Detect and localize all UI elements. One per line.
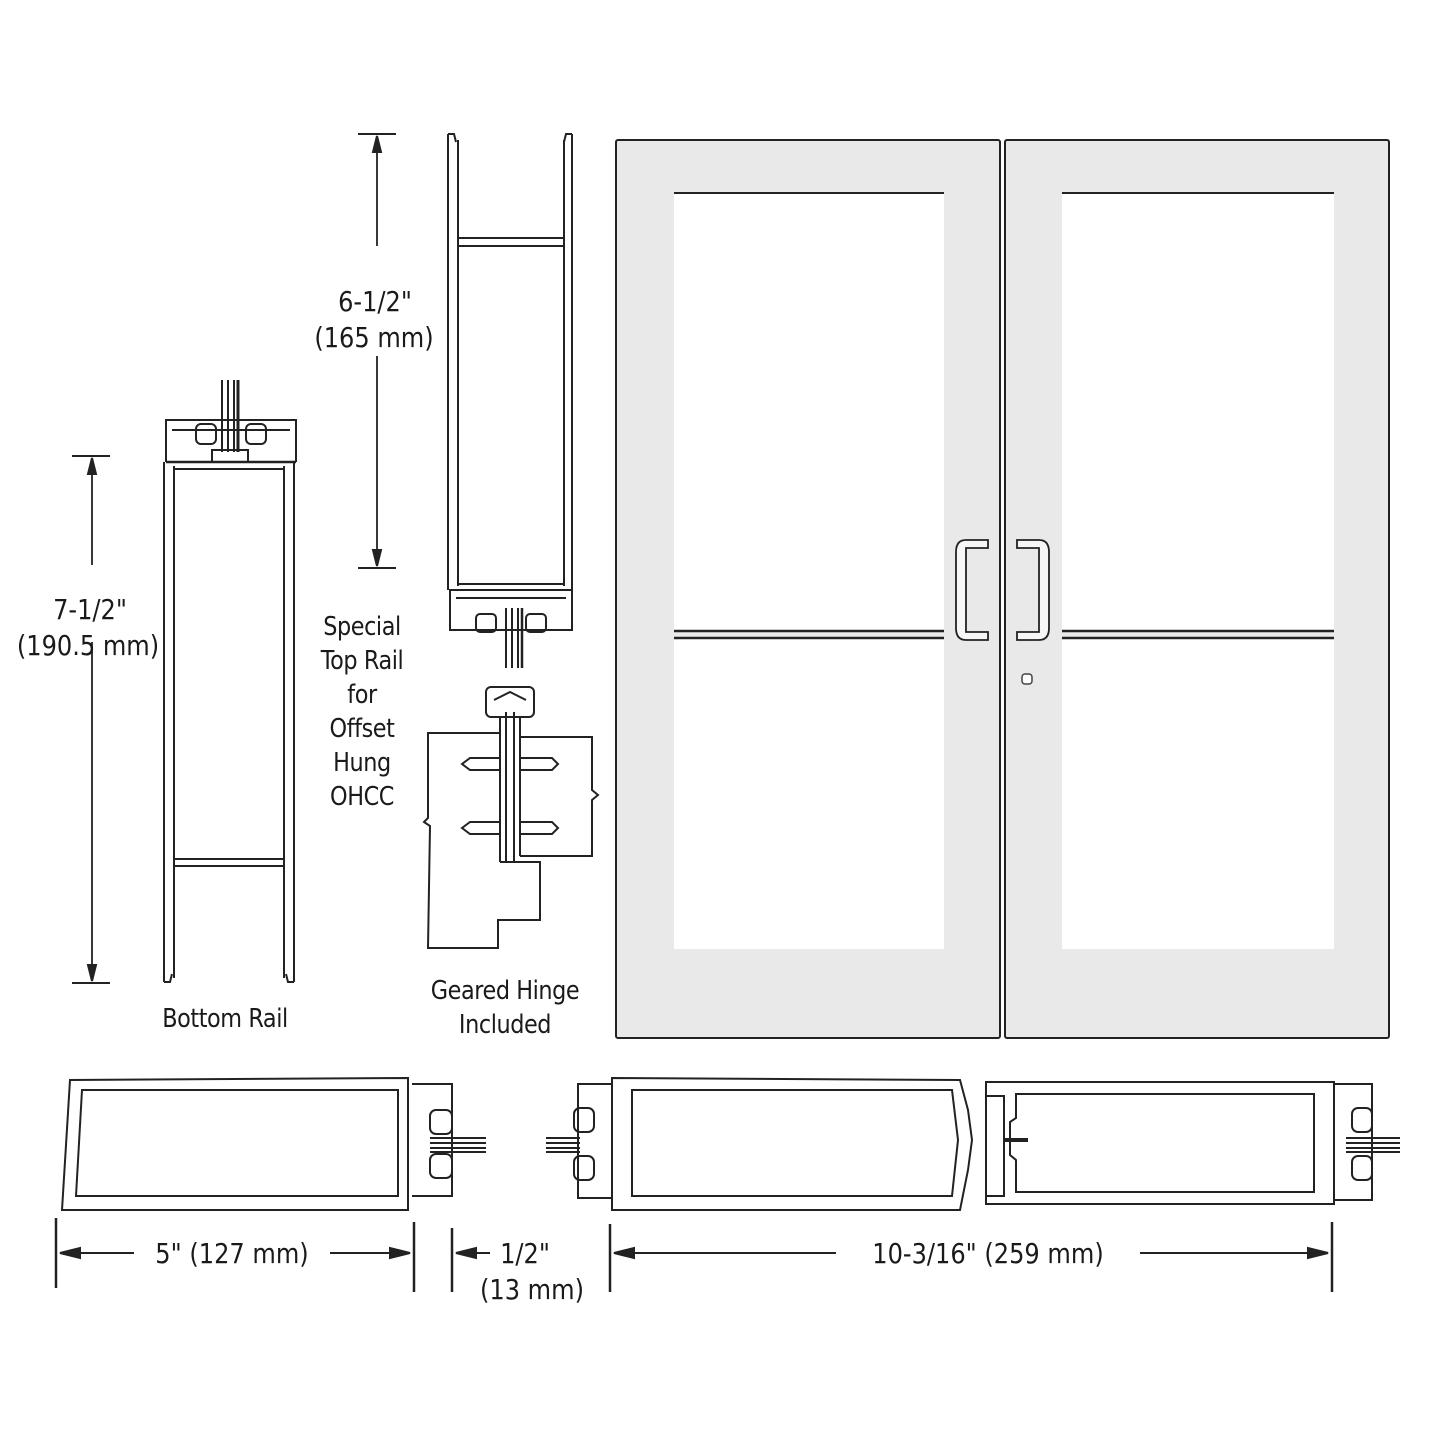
bottom-rail-dimension-metric: (190.5 mm) [16,629,160,662]
top-rail-dimension-imperial: 6-1/2" [338,285,412,318]
top-rail-caption-line: OHCC [330,782,394,812]
door-elevation [615,139,1390,1039]
top-rail-dimension-line [358,133,396,569]
meeting-stile-plan-section [546,1076,1400,1211]
top-rail-caption-line: for [347,680,377,710]
hinge-caption-line: Geared Hinge [430,976,580,1006]
top-rail-caption-line: Offset [329,714,395,744]
top-rail-caption-line: Top Rail [320,646,404,676]
geared-hinge-drawing [422,686,600,949]
right-pull-handle [1016,539,1050,641]
top-rail-caption: Special Top Rail for Offset Hung OHCC [300,610,424,814]
stile-width-dimension: 5" (127 mm) [155,1237,309,1270]
meeting-stile-width-dimension: 10-3/16" (259 mm) [872,1237,1104,1270]
top-rail-section [447,133,573,668]
plan-dimension-lines [54,1218,1334,1292]
top-rail-caption-line: Special [323,612,401,642]
gap-dimension-metric: (13 mm) [479,1273,585,1306]
gap-dimension-imperial: 1/2" [500,1237,550,1270]
top-rail-dimension-metric: (165 mm) [314,321,434,354]
bottom-rail-section [163,380,297,983]
stile-plan-section-left [60,1076,486,1211]
left-pull-handle [955,539,989,641]
bottom-rail-dimension-imperial: 7-1/2" [53,593,127,626]
top-rail-caption-line: Hung [333,748,391,778]
hinge-caption: Geared Hinge Included [410,974,600,1042]
bottom-rail-dimension-line [72,455,110,984]
hinge-caption-line: Included [458,1010,552,1040]
bottom-rail-caption: Bottom Rail [162,1004,288,1034]
